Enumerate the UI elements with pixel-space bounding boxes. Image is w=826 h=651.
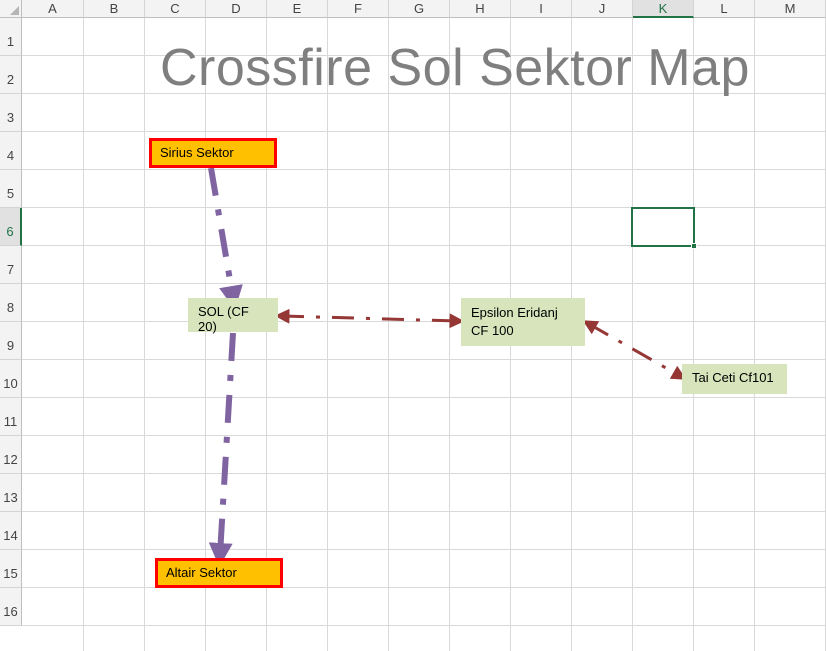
gridline-vertical	[266, 18, 267, 651]
gridline-horizontal	[22, 93, 826, 94]
gridline-horizontal	[22, 245, 826, 246]
sol-box[interactable]: SOL (CF 20)	[188, 298, 278, 334]
gridline-vertical	[144, 18, 145, 651]
row-header-6[interactable]: 6	[0, 208, 22, 246]
row-header-12[interactable]: 12	[0, 436, 22, 474]
column-header-c[interactable]: C	[145, 0, 206, 18]
column-header-b[interactable]: B	[84, 0, 145, 18]
arrow-sol-to-altair[interactable]	[208, 332, 236, 567]
gridline-horizontal	[22, 587, 826, 588]
tai-ceti-label: Tai Ceti Cf101	[692, 370, 774, 385]
altair-sektor-box[interactable]: Altair Sektor	[155, 558, 283, 588]
gridline-horizontal	[22, 359, 826, 360]
column-header-a[interactable]: A	[22, 0, 84, 18]
epsilon-label-line1: Epsilon Eridanj	[471, 305, 558, 320]
arrow-sirius-to-sol[interactable]	[208, 167, 243, 310]
column-header-i[interactable]: I	[511, 0, 572, 18]
row-header-9[interactable]: 9	[0, 322, 22, 360]
sol-label: SOL (CF 20)	[198, 304, 249, 334]
arrow-sol-epsilon[interactable]	[274, 308, 465, 329]
fill-handle[interactable]	[691, 243, 697, 249]
column-header-f[interactable]: F	[328, 0, 389, 18]
row-header-1[interactable]: 1	[0, 18, 22, 56]
gridline-horizontal	[22, 625, 826, 626]
column-header-k[interactable]: K	[633, 0, 694, 18]
gridline-horizontal	[22, 549, 826, 550]
gridline-vertical	[754, 18, 755, 651]
row-header-11[interactable]: 11	[0, 398, 22, 436]
column-header-d[interactable]: D	[206, 0, 267, 18]
gridline-horizontal	[22, 131, 826, 132]
gridline-horizontal	[22, 397, 826, 398]
gridline-horizontal	[22, 283, 826, 284]
row-header-2[interactable]: 2	[0, 56, 22, 94]
row-header-7[interactable]: 7	[0, 246, 22, 284]
gridline-vertical	[83, 18, 84, 651]
row-header-10[interactable]: 10	[0, 360, 22, 398]
sheet-title-text: Crossfire Sol Sektor Map	[160, 39, 750, 97]
gridline-horizontal	[22, 55, 826, 56]
gridline-horizontal	[22, 169, 826, 170]
sirius-sektor-label: Sirius Sektor	[160, 145, 234, 160]
column-header-e[interactable]: E	[267, 0, 328, 18]
epsilon-eridanj-box[interactable]: Epsilon Eridanj CF 100	[461, 298, 585, 346]
row-header-8[interactable]: 8	[0, 284, 22, 322]
row-header-13[interactable]: 13	[0, 474, 22, 512]
gridline-horizontal	[22, 207, 826, 208]
row-header-3[interactable]: 3	[0, 94, 22, 132]
column-header-g[interactable]: G	[389, 0, 450, 18]
sirius-sektor-box[interactable]: Sirius Sektor	[149, 138, 277, 168]
column-header-h[interactable]: H	[450, 0, 511, 18]
gridline-vertical	[388, 18, 389, 651]
select-all-corner[interactable]	[0, 0, 22, 18]
row-header-4[interactable]: 4	[0, 132, 22, 170]
column-header-j[interactable]: J	[572, 0, 633, 18]
column-header-l[interactable]: L	[694, 0, 755, 18]
row-header-14[interactable]: 14	[0, 512, 22, 550]
active-cell-selection[interactable]	[631, 207, 695, 247]
gridline-horizontal	[22, 435, 826, 436]
row-header-15[interactable]: 15	[0, 550, 22, 588]
gridline-horizontal	[22, 511, 826, 512]
tai-ceti-box[interactable]: Tai Ceti Cf101	[682, 364, 787, 394]
altair-sektor-label: Altair Sektor	[166, 565, 237, 580]
gridline-vertical	[205, 18, 206, 651]
arrow-epsilon-tai[interactable]	[582, 320, 687, 380]
gridline-vertical	[449, 18, 450, 651]
gridline-vertical	[693, 18, 694, 651]
gridline-vertical	[327, 18, 328, 651]
row-header-5[interactable]: 5	[0, 170, 22, 208]
epsilon-label-line2: CF 100	[471, 323, 514, 338]
gridline-horizontal	[22, 473, 826, 474]
row-header-16[interactable]: 16	[0, 588, 22, 626]
